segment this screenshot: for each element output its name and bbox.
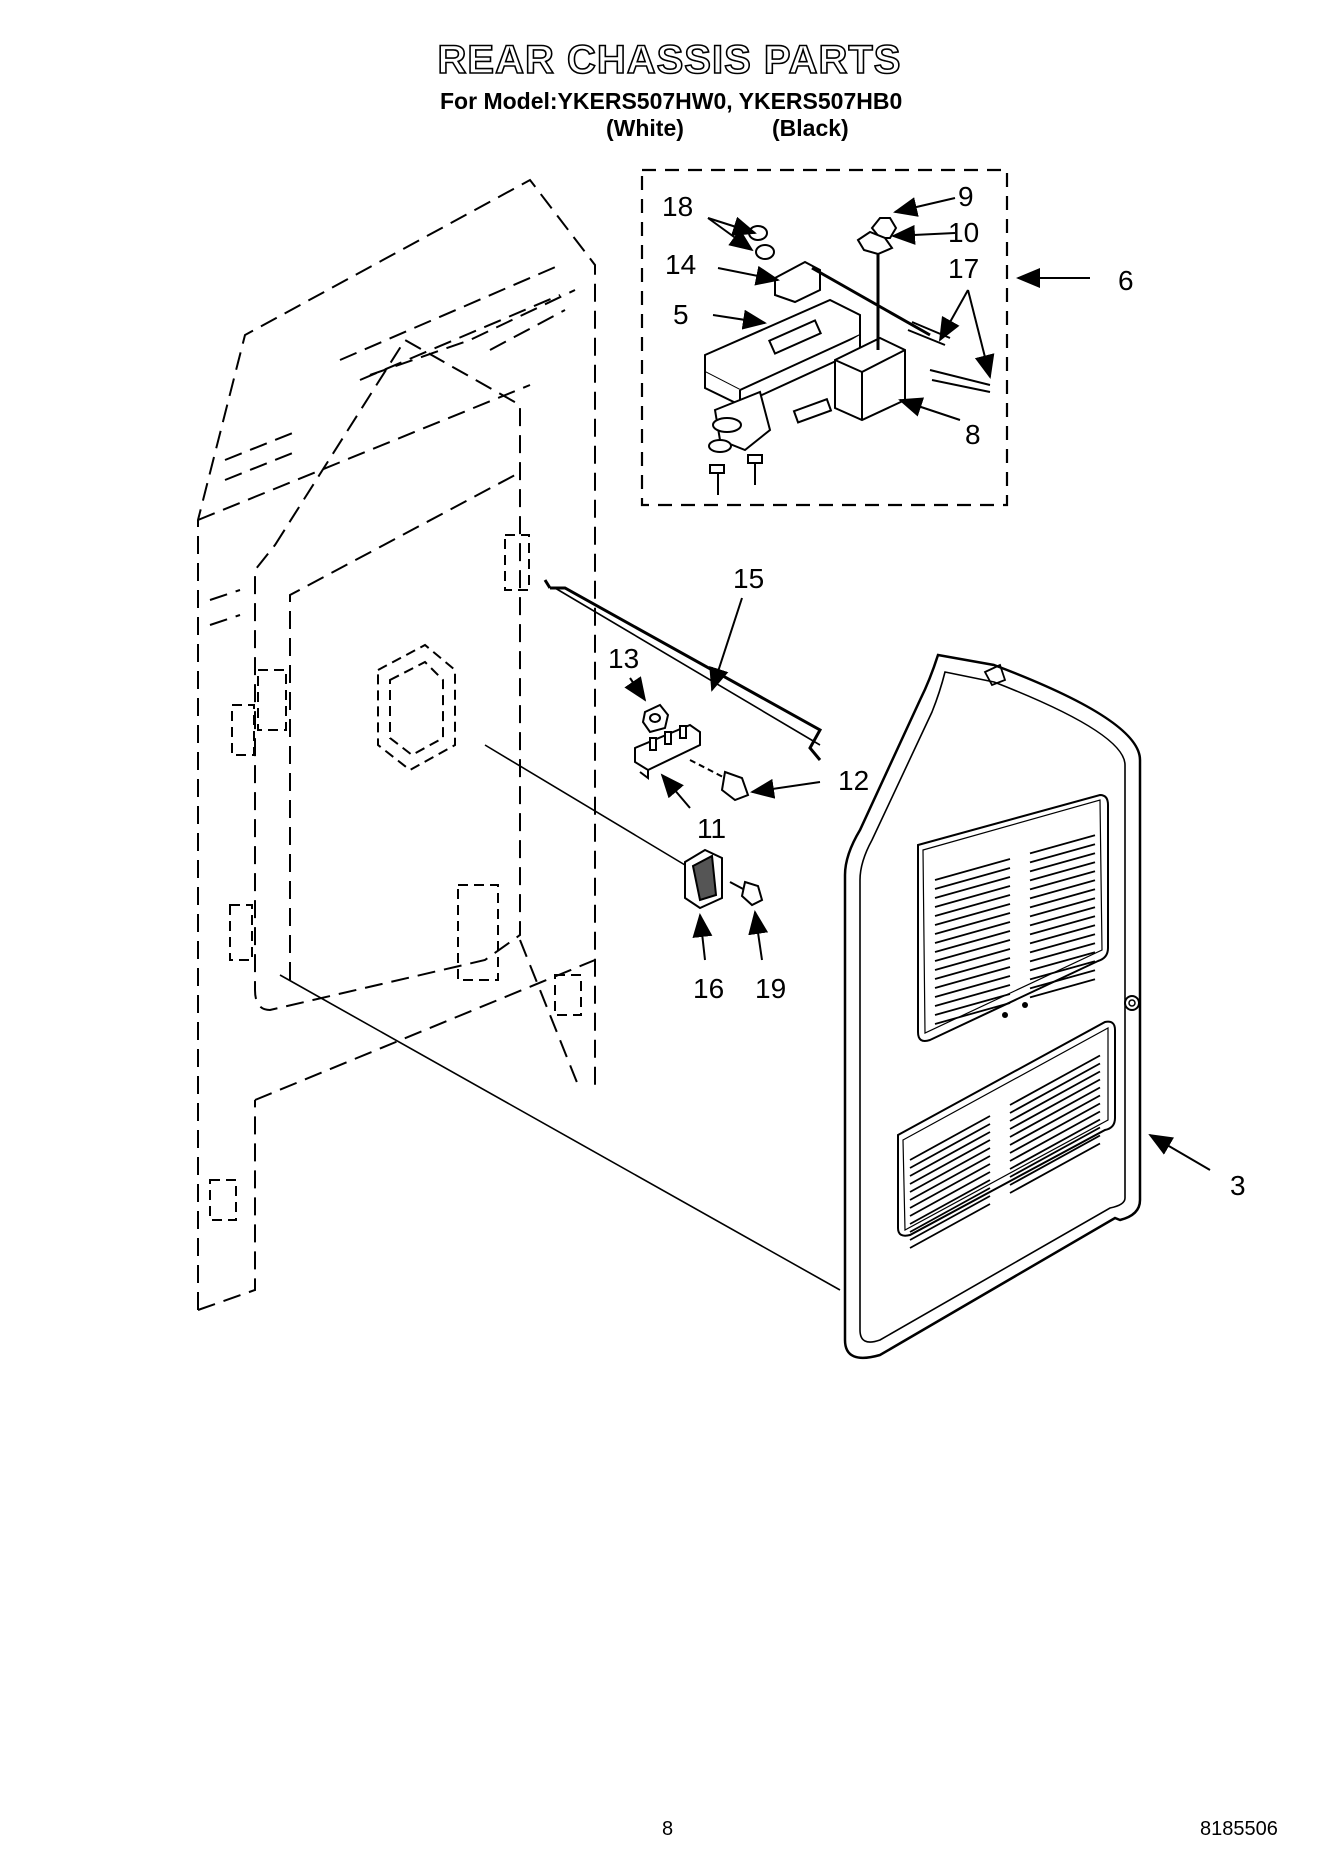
louver-line bbox=[1029, 915, 1096, 936]
louver-line bbox=[1009, 1134, 1101, 1186]
louver-line bbox=[934, 939, 1011, 962]
louver-line bbox=[1029, 879, 1096, 900]
louver-line bbox=[934, 876, 1011, 899]
louver-line bbox=[934, 858, 1011, 881]
wire-rod-15 bbox=[543, 579, 823, 761]
cabinet-phantom-outline bbox=[197, 178, 596, 1311]
louver-line bbox=[1009, 1094, 1101, 1146]
mount-guide-lines bbox=[279, 587, 841, 1291]
louver-line bbox=[909, 1163, 991, 1209]
louver-line bbox=[909, 1139, 991, 1185]
louver-line bbox=[909, 1123, 991, 1169]
louver-line bbox=[1029, 942, 1096, 963]
callout-12: 12 bbox=[838, 765, 869, 796]
louver-line bbox=[1029, 852, 1096, 873]
louver-line bbox=[1029, 906, 1096, 927]
variant-black: (Black) bbox=[772, 115, 849, 141]
rear-panel-3 bbox=[843, 653, 1142, 1360]
model-line: For Model:YKERS507HW0, YKERS507HB0 bbox=[440, 88, 903, 114]
louver-line bbox=[934, 993, 1011, 1016]
callout-8: 8 bbox=[965, 419, 981, 450]
louver-line bbox=[1029, 924, 1096, 945]
louver-line bbox=[934, 1002, 1011, 1025]
nut-13 bbox=[641, 703, 670, 734]
louver-line bbox=[934, 957, 1011, 980]
louver-line bbox=[934, 894, 1011, 917]
louver-line bbox=[909, 1179, 991, 1225]
callout-17: 17 bbox=[948, 253, 979, 284]
callout-18: 18 bbox=[662, 191, 693, 222]
louver-line bbox=[909, 1171, 991, 1217]
louver-line bbox=[1029, 897, 1096, 918]
callout-6: 6 bbox=[1118, 265, 1134, 296]
louver-line bbox=[934, 912, 1011, 935]
louver-line bbox=[934, 966, 1011, 989]
louver-line bbox=[1009, 1126, 1101, 1178]
callout-13: 13 bbox=[608, 643, 639, 674]
louver-line bbox=[909, 1203, 991, 1249]
leader-arrows bbox=[624, 197, 1211, 1171]
louver-line bbox=[909, 1155, 991, 1201]
louver-line bbox=[934, 984, 1011, 1007]
terminal-block-assembly bbox=[704, 217, 991, 495]
louver-line bbox=[934, 867, 1011, 890]
louver-line bbox=[1009, 1142, 1101, 1194]
louver-line bbox=[934, 885, 1011, 908]
callout-14: 14 bbox=[665, 249, 696, 280]
screw-12 bbox=[689, 759, 750, 802]
louver-line bbox=[1029, 978, 1096, 999]
page-number: 8 bbox=[662, 1818, 674, 1840]
bracket-16 bbox=[684, 848, 723, 910]
louver-line bbox=[934, 948, 1011, 971]
callout-10: 10 bbox=[948, 217, 979, 248]
document-number: 8185506 bbox=[1200, 1818, 1278, 1840]
louver-line bbox=[909, 1131, 991, 1177]
louver-line bbox=[1009, 1078, 1101, 1130]
louver-line bbox=[934, 930, 1011, 953]
louver-line bbox=[1009, 1118, 1101, 1170]
screw-19 bbox=[729, 880, 764, 907]
louver-line bbox=[1009, 1070, 1101, 1122]
variant-white: (White) bbox=[606, 115, 684, 141]
page-title: REAR CHASSIS PARTS bbox=[437, 37, 902, 83]
louver-line bbox=[1029, 933, 1096, 954]
louver-line bbox=[1009, 1102, 1101, 1154]
louver-line bbox=[1029, 888, 1096, 909]
louver-line bbox=[909, 1147, 991, 1193]
louver-line bbox=[934, 903, 1011, 926]
louver-line bbox=[1029, 870, 1096, 891]
callout-labels: 18 9 10 14 17 6 5 8 15 13 12 11 16 19 3 bbox=[608, 181, 1246, 1201]
louver-line bbox=[1029, 969, 1096, 990]
callout-15: 15 bbox=[733, 563, 764, 594]
callout-16: 16 bbox=[693, 973, 724, 1004]
cabinet-dashed-details bbox=[209, 534, 582, 1221]
louvers-lower bbox=[909, 1054, 1101, 1249]
louver-line bbox=[934, 921, 1011, 944]
louver-line bbox=[1029, 843, 1096, 864]
louver-line bbox=[934, 975, 1011, 998]
louver-line bbox=[1009, 1110, 1101, 1162]
louver-line bbox=[909, 1115, 991, 1161]
louver-line bbox=[1029, 834, 1096, 855]
callout-5: 5 bbox=[673, 299, 689, 330]
louver-line bbox=[1029, 861, 1096, 882]
louver-line bbox=[1029, 960, 1096, 981]
callout-11: 11 bbox=[697, 813, 726, 844]
assembly-6-boundary bbox=[640, 168, 1009, 507]
terminal-strip-11 bbox=[634, 723, 701, 780]
louver-line bbox=[1009, 1062, 1101, 1114]
louver-line bbox=[1029, 951, 1096, 972]
callout-3: 3 bbox=[1230, 1170, 1246, 1201]
louver-line bbox=[909, 1187, 991, 1233]
callout-9: 9 bbox=[958, 181, 974, 212]
callout-19: 19 bbox=[755, 973, 786, 1004]
louvers-upper bbox=[934, 834, 1096, 1025]
louver-line bbox=[1009, 1086, 1101, 1138]
louver-line bbox=[909, 1195, 991, 1241]
louver-line bbox=[1009, 1054, 1101, 1106]
